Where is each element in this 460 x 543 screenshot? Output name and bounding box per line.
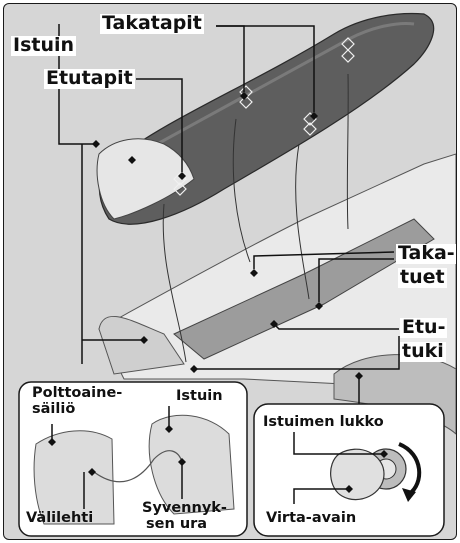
label-syvennys-line1: Syvennyk-	[142, 501, 227, 516]
diagram-frame: Takatapit Istuin Etutapit Taka- tuet Etu…	[3, 3, 457, 540]
label-takatuet-line1: Taka-	[396, 244, 457, 264]
label-istuimen-lukko: Istuimen lukko	[263, 415, 384, 430]
label-polttoaine-line2: säiliö	[32, 402, 75, 417]
label-polttoaine-line1: Polttoaine-	[32, 386, 122, 401]
label-istuin-inset: Istuin	[176, 389, 223, 404]
label-etutuki-line2: tuki	[400, 342, 446, 362]
label-takatuet-line2: tuet	[398, 268, 447, 288]
label-etutapit: Etutapit	[44, 69, 135, 89]
label-virta-avain: Virta-avain	[266, 511, 356, 526]
label-takatapit: Takatapit	[100, 14, 204, 34]
label-syvennys-line2: sen ura	[146, 517, 207, 532]
label-etutuki-line1: Etu-	[400, 318, 447, 338]
key-shape	[331, 449, 384, 499]
label-valilehti: Välilehti	[26, 511, 93, 526]
label-istuin: Istuin	[11, 36, 76, 56]
